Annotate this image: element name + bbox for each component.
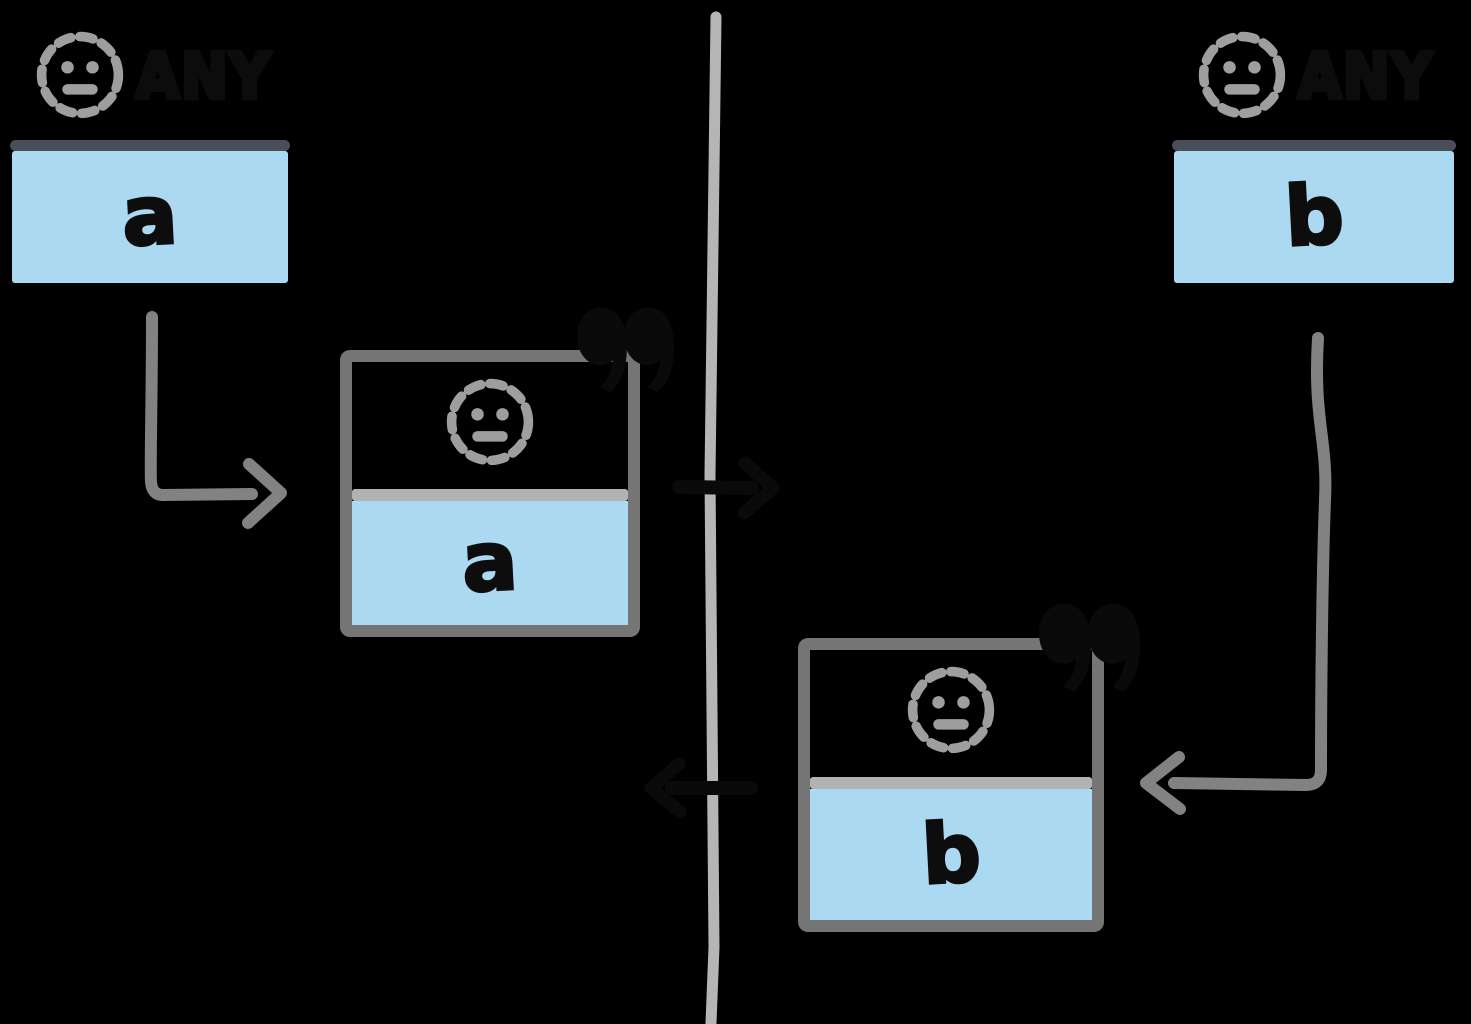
quote-icon[interactable] [576,306,674,394]
arrow-any-b-to-quoted-b[interactable] [1140,332,1332,815]
card-value: b [918,804,985,905]
card-header: ANY [1174,8,1454,140]
card-value: a [118,166,181,267]
arrow-head [644,757,687,819]
card-body: a [12,151,288,283]
arrow-head [737,456,780,520]
card-body: b [1174,151,1454,283]
card-header: ANY [12,8,288,140]
arrow-line [672,480,759,495]
arrow-head [242,458,287,529]
quote-icon[interactable] [1038,602,1140,694]
card-header [810,650,1092,777]
arrow-line [1168,332,1332,791]
card-quoted-b[interactable]: b [798,638,1104,932]
smiley-face-icon [907,666,995,754]
card-value: b [1281,166,1348,267]
smiley-face-icon [1198,31,1286,119]
card-separator [1172,140,1456,151]
card-any-a[interactable]: ANY a [2,8,298,295]
arrow-quoted-b-across-divider[interactable] [644,757,758,819]
any-badge: ANY [134,40,272,113]
card-quoted-a[interactable]: a [340,350,640,637]
card-separator [10,140,290,151]
arrow-line [144,311,258,501]
card-separator [352,489,628,501]
arrow-quoted-a-across-divider[interactable] [672,456,780,520]
center-divider-line[interactable] [704,11,722,1024]
smiley-face-icon [446,378,534,466]
card-header [352,362,628,489]
arrow-any-a-to-quoted-a[interactable] [144,311,287,529]
arrow-head [1140,751,1186,815]
card-body: b [810,789,1092,920]
card-body: a [352,501,628,625]
card-any-b[interactable]: ANY b [1164,8,1464,295]
card-separator [810,777,1092,789]
card-value: a [458,512,521,613]
any-badge: ANY [1296,40,1434,113]
smiley-face-icon [36,31,124,119]
